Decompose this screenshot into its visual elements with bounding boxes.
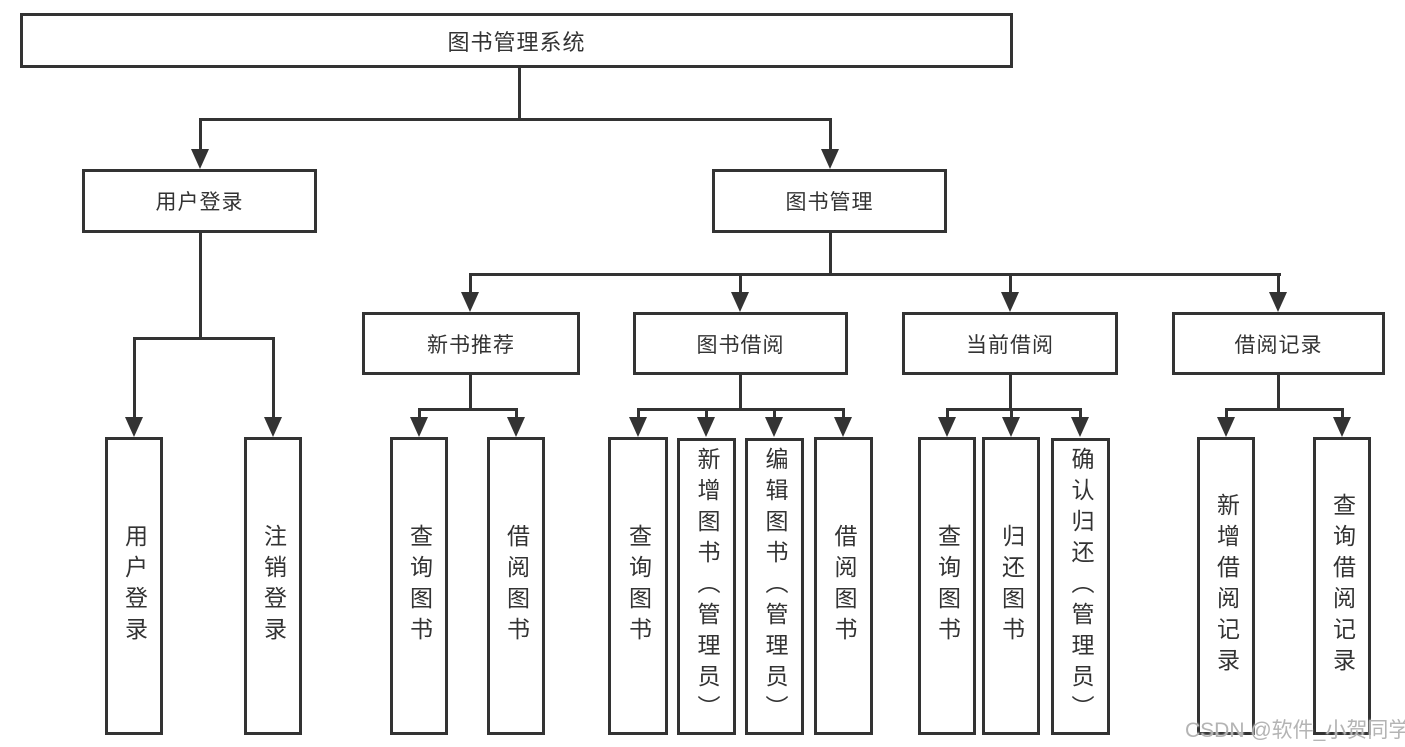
leaf-edit-book-admin-label: 编辑图书（管理员） — [762, 447, 788, 726]
leaf-borrow-borrow-books-label: 借阅图书 — [831, 524, 857, 648]
connector-line — [829, 118, 832, 152]
arrowhead-down-icon — [1071, 417, 1089, 437]
leaf-query-borrow-record: 查询借阅记录 — [1313, 437, 1371, 735]
connector-line — [1341, 408, 1344, 419]
csdn-watermark: CSDN @软件_小贺同学 — [1185, 719, 1405, 742]
connector-line — [842, 408, 845, 419]
connector-line — [773, 408, 776, 419]
connector-line — [739, 273, 742, 292]
node-new-book-recommend: 新书推荐 — [362, 312, 580, 375]
leaf-add-borrow-record: 新增借阅记录 — [1197, 437, 1255, 735]
leaf-add-book-admin-label: 新增图书（管理员） — [694, 447, 720, 726]
arrowhead-down-icon — [1002, 417, 1020, 437]
leaf-add-borrow-record-label: 新增借阅记录 — [1213, 493, 1240, 679]
arrowhead-down-icon — [629, 417, 647, 437]
arrowhead-down-icon — [507, 417, 525, 437]
connector-line — [1009, 273, 1012, 292]
leaf-recommend-borrow-books: 借阅图书 — [487, 437, 545, 735]
connector-line — [946, 408, 1082, 411]
leaf-confirm-return-admin: 确认归还（管理员） — [1051, 438, 1110, 735]
arrowhead-down-icon — [731, 292, 749, 312]
connector-line — [518, 66, 521, 120]
leaf-logout-label: 注销登录 — [260, 524, 287, 648]
node-library-management-system: 图书管理系统 — [20, 13, 1013, 68]
leaf-borrow-query-books-label: 查询图书 — [625, 524, 652, 648]
node-user-login: 用户登录 — [82, 169, 317, 233]
connector-line — [199, 118, 832, 121]
arrowhead-down-icon — [1333, 417, 1351, 437]
connector-line — [637, 408, 845, 411]
arrowhead-down-icon — [191, 149, 209, 169]
node-current-borrow: 当前借阅 — [902, 312, 1118, 375]
connector-line — [199, 118, 202, 152]
connector-line — [946, 408, 949, 419]
leaf-borrow-borrow-books: 借阅图书 — [814, 437, 873, 735]
arrowhead-down-icon — [410, 417, 428, 437]
connector-line — [637, 408, 640, 419]
leaf-return-book: 归还图书 — [982, 437, 1040, 735]
leaf-confirm-return-admin-label: 确认归还（管理员） — [1068, 447, 1094, 726]
arrowhead-down-icon — [1269, 292, 1287, 312]
connector-line — [272, 337, 275, 417]
leaf-recommend-query-books-label: 查询图书 — [406, 524, 433, 648]
leaf-borrow-query-books: 查询图书 — [608, 437, 668, 735]
connector-line — [829, 233, 832, 276]
connector-line — [418, 408, 518, 411]
connector-line — [1225, 408, 1228, 419]
leaf-query-borrow-record-label: 查询借阅记录 — [1329, 493, 1356, 679]
connector-line — [1225, 408, 1344, 411]
arrowhead-down-icon — [834, 417, 852, 437]
leaf-logout: 注销登录 — [244, 437, 302, 735]
leaf-edit-book-admin: 编辑图书（管理员） — [745, 438, 804, 735]
leaf-recommend-borrow-books-label: 借阅图书 — [503, 524, 530, 648]
leaf-add-book-admin: 新增图书（管理员） — [677, 438, 736, 735]
node-book-borrow: 图书借阅 — [633, 312, 848, 375]
connector-line — [418, 408, 421, 419]
connector-line — [133, 337, 136, 417]
arrowhead-down-icon — [938, 417, 956, 437]
leaf-user-login: 用户登录 — [105, 437, 163, 735]
arrowhead-down-icon — [1001, 292, 1019, 312]
connector-line — [1010, 408, 1013, 419]
leaf-current-query-books-label: 查询图书 — [934, 524, 961, 648]
arrowhead-down-icon — [697, 417, 715, 437]
connector-line — [515, 408, 518, 419]
arrowhead-down-icon — [1217, 417, 1235, 437]
connector-line — [1277, 375, 1280, 411]
connector-line — [1009, 375, 1012, 411]
leaf-current-query-books: 查询图书 — [918, 437, 976, 735]
arrowhead-down-icon — [821, 149, 839, 169]
leaf-user-login-label: 用户登录 — [121, 524, 148, 648]
connector-line — [469, 273, 1281, 276]
connector-line — [469, 375, 472, 411]
leaf-return-book-label: 归还图书 — [998, 524, 1025, 648]
connector-line — [133, 337, 275, 340]
arrowhead-down-icon — [264, 417, 282, 437]
leaf-recommend-query-books: 查询图书 — [390, 437, 448, 735]
arrowhead-down-icon — [461, 292, 479, 312]
connector-line — [739, 375, 742, 411]
node-book-management: 图书管理 — [712, 169, 947, 233]
connector-line — [1079, 408, 1082, 419]
connector-line — [469, 273, 472, 292]
connector-line — [705, 408, 708, 419]
connector-line — [199, 233, 202, 340]
connector-line — [1277, 273, 1280, 292]
arrowhead-down-icon — [125, 417, 143, 437]
arrowhead-down-icon — [765, 417, 783, 437]
node-borrow-records: 借阅记录 — [1172, 312, 1385, 375]
